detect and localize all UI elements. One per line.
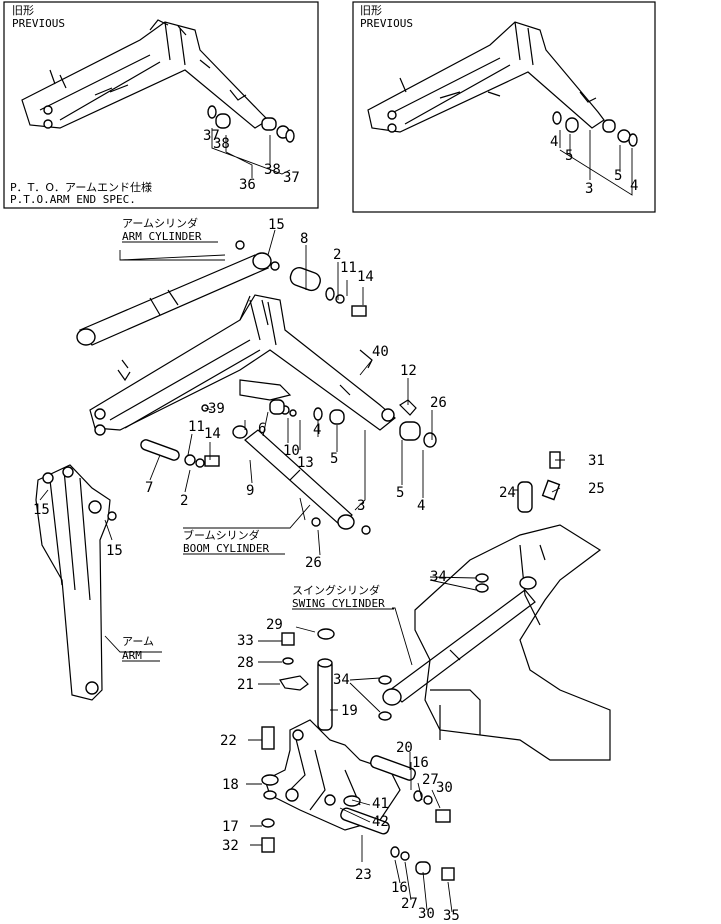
part-6: 6	[258, 421, 266, 437]
part-30: 30	[436, 780, 453, 796]
part-35: 35	[443, 908, 460, 924]
part-4: 4	[630, 178, 638, 194]
arm	[35, 464, 117, 701]
boom-cylinder-label-jp: ブームシリンダ	[183, 528, 260, 542]
part-39: 39	[208, 401, 225, 417]
part-5: 5	[396, 485, 404, 501]
arm-cylinder-assembly	[76, 240, 437, 535]
inset-frame	[352, 1, 656, 213]
part-36: 36	[239, 177, 256, 193]
part-5: 5	[330, 451, 338, 467]
part-14: 14	[204, 426, 221, 442]
inset-title: PREVIOUS	[360, 17, 413, 30]
part-8: 8	[300, 231, 308, 247]
inset-frame	[3, 1, 319, 209]
part-37: 37	[283, 170, 300, 186]
swing-bracket	[261, 628, 455, 881]
part-11: 11	[340, 260, 357, 276]
part-15: 15	[268, 217, 285, 233]
part-3: 3	[357, 498, 365, 514]
part-15: 15	[33, 502, 50, 518]
part-14: 14	[357, 269, 374, 285]
swing-cylinder-label: SWING CYLINDER	[292, 597, 385, 610]
part-3: 3	[585, 181, 593, 197]
part-40: 40	[372, 344, 389, 360]
inset-previous-pto: 旧形 PREVIOUS 37 38 36 38 37 P．T．O．アームエンド仕…	[3, 1, 319, 209]
part-5: 5	[614, 168, 622, 184]
part-21: 21	[237, 677, 254, 693]
boom-cylinder-label: BOOM CYLINDER	[183, 542, 269, 555]
part-42: 42	[372, 814, 389, 830]
part-15: 15	[106, 543, 123, 559]
inset-caption-en: P.T.O.ARM END SPEC.	[10, 193, 136, 206]
part-24: 24	[499, 485, 516, 501]
part-12: 12	[400, 363, 417, 379]
part-numbers: 15 8 2 11 14 40 12 26 39 11 14 6 10 13 4…	[33, 217, 605, 924]
part-26: 26	[430, 395, 447, 411]
arm-label: ARM	[122, 649, 142, 662]
part-26: 26	[305, 555, 322, 571]
callouts: アームシリンダ ARM CYLINDER ブームシリンダ BOOM CYLIND…	[122, 216, 394, 662]
part-19: 19	[341, 703, 358, 719]
part-2: 2	[333, 247, 341, 263]
part-27: 27	[401, 896, 418, 912]
inset-title-jp: 旧形	[12, 4, 34, 17]
part-4: 4	[417, 498, 425, 514]
part-38: 38	[213, 136, 230, 152]
part-2: 2	[180, 493, 188, 509]
part-22: 22	[220, 733, 237, 749]
part-37: 37	[203, 128, 220, 144]
inset-title-jp: 旧形	[360, 4, 382, 17]
part-4: 4	[313, 422, 321, 438]
inset-caption-jp: P．T．O．アームエンド仕様	[10, 180, 152, 194]
part-32: 32	[222, 838, 239, 854]
arm-label-jp: アーム	[122, 635, 154, 648]
part-7: 7	[145, 480, 153, 496]
part-25: 25	[588, 481, 605, 497]
part-27: 27	[422, 772, 439, 788]
part-9: 9	[246, 483, 254, 499]
part-41: 41	[372, 796, 389, 812]
part-34: 34	[430, 569, 447, 585]
part-16: 16	[391, 880, 408, 896]
arm-sketch	[367, 21, 638, 147]
arm-cylinder-label-jp: アームシリンダ	[122, 216, 198, 230]
part-16: 16	[412, 755, 429, 771]
swing-cylinder-label-jp: スイングシリンダ	[292, 583, 380, 597]
part-29: 29	[266, 617, 283, 633]
part-38: 38	[264, 162, 281, 178]
inset-title: PREVIOUS	[12, 17, 65, 30]
part-4: 4	[550, 134, 558, 150]
part-11: 11	[188, 419, 205, 435]
part-34: 34	[333, 672, 350, 688]
part-30: 30	[418, 906, 435, 922]
part-17: 17	[222, 819, 239, 835]
part-5: 5	[565, 148, 573, 164]
arm-sketch	[21, 19, 295, 143]
part-33: 33	[237, 633, 254, 649]
swing-frame	[378, 451, 611, 761]
arm-cylinder-label: ARM CYLINDER	[122, 230, 202, 243]
part-28: 28	[237, 655, 254, 671]
part-13: 13	[297, 455, 314, 471]
part-31: 31	[588, 453, 605, 469]
part-23: 23	[355, 867, 372, 883]
part-20: 20	[396, 740, 413, 756]
part-18: 18	[222, 777, 239, 793]
inset-previous: 旧形 PREVIOUS 4 5 3 5 4	[352, 1, 656, 213]
part-10: 10	[283, 443, 300, 459]
